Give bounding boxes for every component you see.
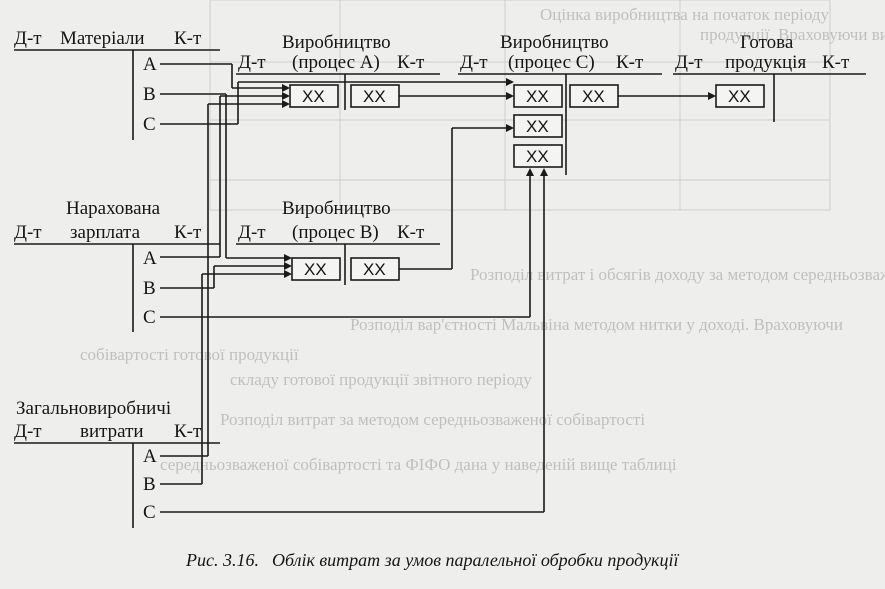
prod-a-kt: К-т (397, 52, 425, 73)
arrow-oh-c (540, 168, 548, 176)
materials-kt: К-т (174, 28, 202, 49)
materials-row-c: C (143, 114, 156, 135)
account-production-a: Виробництво Д-т (процес А) К-т XX XX (236, 32, 440, 110)
finished-debit-label: XX (728, 87, 751, 106)
arrow-wage-c (526, 168, 534, 176)
finished-name: продукція (725, 52, 806, 73)
wages-dt: Д-т (14, 222, 42, 243)
account-overheads: Загальновиробничі Д-т витрати К-т A B C (14, 398, 220, 528)
prod-c-debit-label-2: XX (526, 117, 549, 136)
prod-c-debit-box-3 (513, 144, 563, 168)
overheads-name: витрати (80, 421, 144, 442)
account-production-b: Виробництво Д-т (процес В) К-т XX XX (236, 198, 440, 285)
wages-row-c: C (143, 307, 156, 328)
arrow-prod-c-finished (708, 92, 716, 100)
bleed-text-3: Розподіл витрат і обсягів доходу за мето… (470, 265, 885, 284)
flow-arrows (160, 63, 716, 513)
prod-a-name: (процес А) (292, 52, 380, 73)
arrow-oh-b (284, 270, 292, 278)
caption-text: Облік витрат за умов паралельної обробки… (272, 550, 679, 570)
finished-kt: К-т (822, 52, 850, 73)
arrow-oh-a (282, 100, 290, 108)
bleed-text-2: продукції. Враховуючи витрати (700, 25, 885, 44)
prod-b-debit-label: XX (304, 260, 327, 279)
finished-dt: Д-т (675, 52, 703, 73)
overheads-kt: К-т (174, 421, 202, 442)
prod-c-debit-label-3: XX (526, 147, 549, 166)
prod-b-debit-box (291, 257, 341, 281)
overheads-row-a: A (143, 446, 157, 467)
prod-c-kt: К-т (616, 52, 644, 73)
overheads-row-c: C (143, 502, 156, 523)
figure-caption: Рис. 3.16. Облік витрат за умов паралель… (185, 550, 679, 570)
prod-c-debit-box-2 (513, 114, 563, 138)
materials-name: Матеріали (60, 28, 145, 49)
wages-row-a: A (143, 248, 157, 269)
prod-b-credit-label: XX (363, 260, 386, 279)
prod-b-kt: К-т (397, 222, 425, 243)
prod-b-name: (процес В) (292, 222, 379, 243)
prod-a-credit-label: XX (363, 87, 386, 106)
wages-row-b: B (143, 278, 156, 299)
prod-c-name-line1: Виробництво (500, 32, 609, 53)
background-bleed: Розподіл вар'єтності Мальвіна методом ни… (80, 0, 885, 474)
bleed-text-1: Розподіл вар'єтності Мальвіна методом ни… (350, 315, 843, 334)
prod-c-debit-label-1: XX (526, 87, 549, 106)
prod-a-debit-label: XX (302, 87, 325, 106)
prod-a-dt: Д-т (238, 52, 266, 73)
bleed-text-5: собівартості готової продукції (80, 345, 299, 364)
finished-name-line1: Готова (740, 32, 794, 53)
arrow-mat-c (506, 78, 514, 86)
bleed-text-6: складу готової продукції звітного період… (230, 370, 532, 389)
account-wages: Нарахована Д-т зарплата К-т A B C (14, 198, 220, 332)
prod-a-name-line1: Виробництво (282, 32, 391, 53)
caption-number: Рис. 3.16. (185, 550, 259, 570)
account-finished-goods: Готова Д-т продукція К-т XX (673, 32, 866, 122)
prod-b-name-line1: Виробництво (282, 198, 391, 219)
arrow-mat-b (284, 254, 292, 262)
materials-dt: Д-т (14, 28, 42, 49)
arrow-mat-a (282, 84, 290, 92)
arrow-wage-a (282, 92, 290, 100)
arrow-wage-b (284, 262, 292, 270)
materials-row-a: A (143, 54, 157, 75)
arrow-prod-b-c (506, 124, 514, 132)
bleed-text-4: Оцінка виробництва на початок періоду (540, 5, 830, 24)
wages-name: зарплата (70, 222, 141, 243)
overheads-dt: Д-т (14, 421, 42, 442)
prod-c-name: (процес С) (508, 52, 595, 73)
overheads-name-line1: Загальновиробничі (16, 398, 171, 419)
prod-c-dt: Д-т (460, 52, 488, 73)
prod-c-credit-label: XX (582, 87, 605, 106)
account-production-c: Виробництво Д-т (процес С) К-т XX XX XX … (458, 32, 662, 175)
wages-kt: К-т (174, 222, 202, 243)
wages-name-line1: Нарахована (66, 198, 161, 219)
bleed-text-7: Розподіл витрат за методом середньозваже… (220, 410, 645, 429)
arrow-prod-a-c (506, 92, 514, 100)
materials-row-b: B (143, 84, 156, 105)
prod-b-dt: Д-т (238, 222, 266, 243)
account-materials: Д-т Матеріали К-т A B C (14, 28, 220, 140)
bleed-text-8: середньозваженої собівартості та ФІФО да… (160, 455, 677, 474)
overheads-row-b: B (143, 474, 156, 495)
